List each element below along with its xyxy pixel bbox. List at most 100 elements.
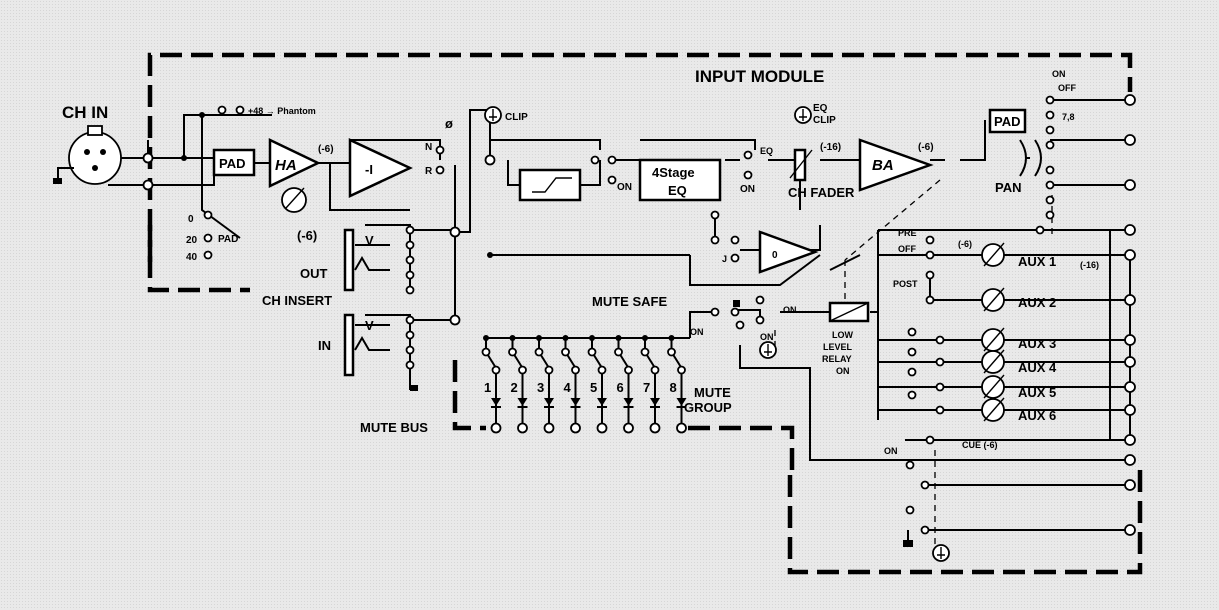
inverter-amplifier bbox=[348, 138, 413, 198]
mute-number-6: 6 bbox=[617, 380, 624, 395]
pan-pad-box bbox=[988, 108, 1027, 134]
insert-in-label: IN bbox=[318, 338, 331, 353]
polarity-n: N bbox=[425, 142, 432, 153]
ha-label: HA bbox=[275, 157, 297, 174]
clip-label: CLIP bbox=[505, 112, 528, 123]
relay-line3: RELAY bbox=[822, 354, 852, 364]
mute-number-3: 3 bbox=[537, 380, 544, 395]
filter-box bbox=[518, 168, 582, 202]
mute-switch-3: 3 bbox=[534, 335, 555, 434]
pan-switch-off: OFF bbox=[1058, 83, 1076, 93]
direct-amplifier bbox=[758, 230, 819, 274]
filter-on-label: ON bbox=[617, 182, 632, 193]
aux1-label: AUX 1 bbox=[1018, 254, 1056, 269]
signal-wires bbox=[108, 99, 1131, 545]
aux-mode-pre: PRE bbox=[898, 228, 917, 238]
cue-led bbox=[932, 544, 950, 562]
pad-value-40: 40 bbox=[186, 252, 198, 263]
ch-fader bbox=[789, 148, 813, 182]
contact-nodes bbox=[142, 94, 1136, 547]
mute-bus-label: MUTE BUS bbox=[360, 420, 428, 435]
ba-amplifier bbox=[858, 138, 934, 192]
pan-switch-on: ON bbox=[1052, 69, 1066, 79]
ch-insert-label: CH INSERT bbox=[262, 293, 332, 308]
mute-relay-on: ON bbox=[760, 332, 774, 342]
phantom-label: +48 → Phantom bbox=[248, 106, 316, 116]
aux-bus-gain: (-16) bbox=[1080, 260, 1099, 270]
insert-gain: (-6) bbox=[297, 228, 317, 243]
pan-pot bbox=[1019, 139, 1042, 177]
aux-pots bbox=[981, 242, 1005, 422]
cue-on-label: ON bbox=[884, 446, 898, 456]
eq-block-line2: EQ bbox=[668, 183, 687, 198]
pan-pad-label: PAD bbox=[994, 114, 1020, 129]
insert-out-label: OUT bbox=[300, 266, 328, 281]
mute-led bbox=[759, 341, 777, 359]
aux5-pot bbox=[981, 374, 1005, 399]
mute-number-8: 8 bbox=[670, 380, 677, 395]
mute-number-7: 7 bbox=[643, 380, 650, 395]
aux-mode-off: OFF bbox=[898, 244, 916, 254]
mute-group-line2: GROUP bbox=[684, 400, 732, 415]
pad-box bbox=[212, 148, 256, 177]
mute-switch-6: 6 bbox=[614, 335, 634, 434]
inverter-label: -I bbox=[365, 162, 373, 177]
direct-j: J bbox=[722, 254, 727, 264]
mute-switch-2: 2 bbox=[508, 335, 528, 434]
polarity-symbol: ø bbox=[445, 116, 453, 131]
mute-group-line1: MUTE bbox=[694, 385, 731, 400]
mute-number-1: 1 bbox=[484, 380, 491, 395]
mute-switch-7: 7 bbox=[640, 335, 661, 434]
aux6-pot bbox=[981, 397, 1005, 422]
mute-led-on: ON bbox=[783, 305, 797, 315]
eq-clip-line2: CLIP bbox=[813, 115, 836, 126]
aux4-label: AUX 4 bbox=[1018, 360, 1057, 375]
labels: INPUT MODULE CH IN +48 → Phantom PAD HA … bbox=[62, 67, 1099, 456]
aux2-pot bbox=[981, 287, 1005, 312]
ch-fader-label: CH FADER bbox=[788, 185, 855, 200]
direct-amp-label: 0 bbox=[772, 250, 778, 261]
insert-v-in: V bbox=[365, 318, 374, 333]
aux2-label: AUX 2 bbox=[1018, 295, 1056, 310]
aux3-pot bbox=[981, 327, 1005, 352]
mute-switch-8: 8 bbox=[667, 335, 687, 434]
mute-switch-4: 4 bbox=[561, 335, 581, 434]
clip-led-2 bbox=[794, 106, 812, 124]
aux3-label: AUX 3 bbox=[1018, 336, 1056, 351]
clip-led-1 bbox=[484, 106, 502, 124]
eq-on-label: ON bbox=[740, 184, 755, 195]
mute-number-4: 4 bbox=[564, 380, 572, 395]
aux-mode-post: POST bbox=[893, 279, 918, 289]
pan-label: PAN bbox=[995, 180, 1021, 195]
pad-label: PAD bbox=[219, 156, 245, 171]
aux5-label: AUX 5 bbox=[1018, 385, 1056, 400]
relay-line4: ON bbox=[836, 366, 850, 376]
mute-safe-on: ON bbox=[690, 327, 704, 337]
aux6-label: AUX 6 bbox=[1018, 408, 1056, 423]
ba-label: BA bbox=[872, 157, 894, 174]
eq-clip-line1: EQ bbox=[813, 103, 828, 114]
ha-amplifier bbox=[268, 138, 321, 213]
polarity-r: R bbox=[425, 166, 433, 177]
fader-gain: (-16) bbox=[820, 142, 841, 153]
ch-in-label: CH IN bbox=[62, 103, 108, 122]
eq-block-line1: 4Stage bbox=[652, 165, 695, 180]
relay-line1: LOW bbox=[832, 330, 853, 340]
relay-box bbox=[828, 301, 870, 323]
eq-box bbox=[638, 158, 722, 202]
insert-v-out: V bbox=[365, 233, 374, 248]
pad-value-20: 20 bbox=[186, 235, 198, 246]
pad-switch-label: PAD bbox=[218, 234, 238, 245]
ba-gain: (-6) bbox=[918, 142, 934, 153]
aux1-gain: (-6) bbox=[958, 239, 972, 249]
pad-value-0: 0 bbox=[188, 214, 194, 225]
pan-switch-78: 7,8 bbox=[1062, 112, 1075, 122]
mute-switch-1: 1 bbox=[481, 335, 502, 434]
relay-line2: LEVEL bbox=[823, 342, 853, 352]
aux1-pot bbox=[981, 242, 1005, 267]
mute-number-2: 2 bbox=[511, 380, 518, 395]
cue-label: CUE (-6) bbox=[962, 440, 998, 450]
